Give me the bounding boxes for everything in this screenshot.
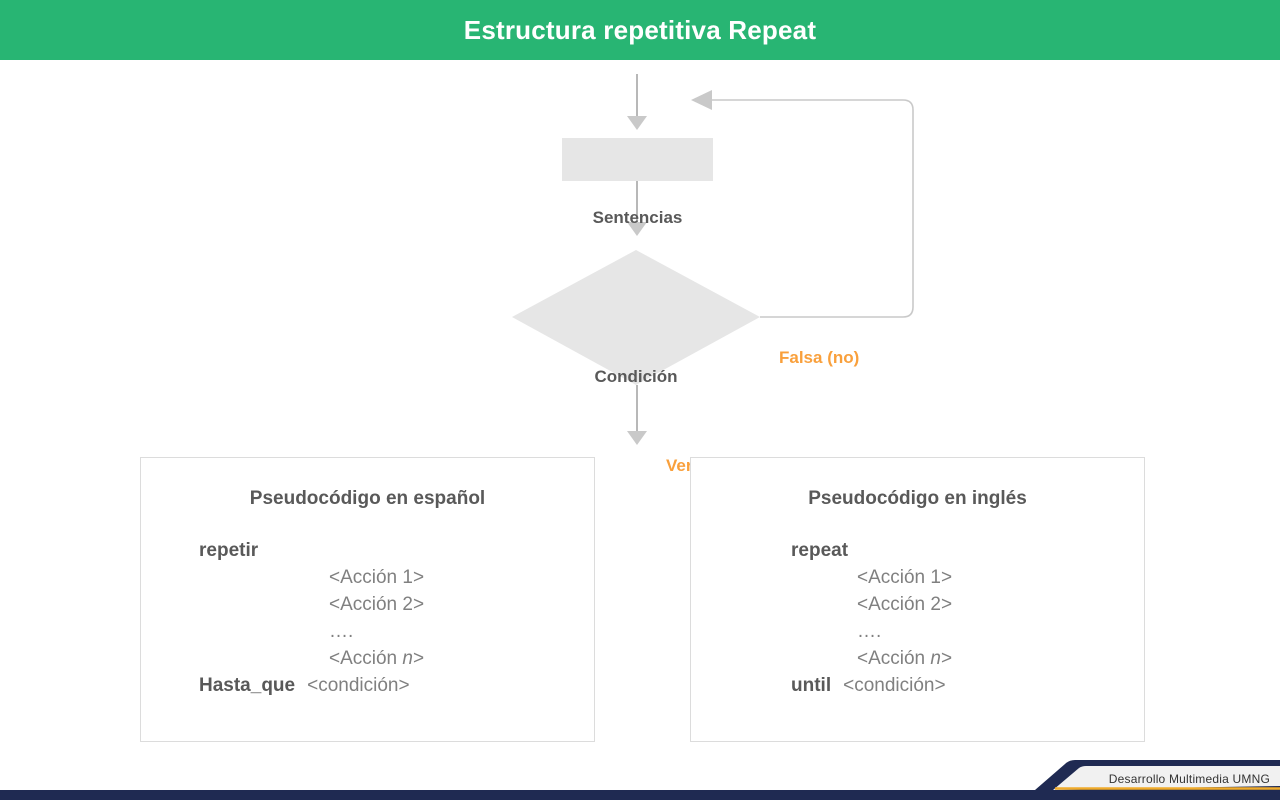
footer-bottom-bar <box>0 790 1280 800</box>
node-label-sentencias: Sentencias <box>592 208 683 227</box>
action-line-1-es: <Acción 1> <box>329 567 425 588</box>
keyword-hasta-que: Hasta_que <box>199 675 296 696</box>
falsa-loop-arrowhead <box>691 90 712 110</box>
footer: Desarrollo Multimedia UMNG <box>0 760 1280 800</box>
verdadera-arrowhead <box>627 431 647 445</box>
footer-credit: Desarrollo Multimedia UMNG <box>1108 772 1270 786</box>
panel-title-spanish: Pseudocódigo en español <box>249 488 486 509</box>
keyword-repetir: repetir <box>199 540 259 561</box>
pseudocode-panel-spanish: Pseudocódigo en español repetir <Acción … <box>140 457 595 742</box>
condicion-diamond <box>512 250 760 385</box>
falsa-loop-connector <box>712 99 914 318</box>
keyword-until: until <box>791 675 832 696</box>
sentencias-to-condicion-arrowhead <box>627 222 647 236</box>
pseudocode-body-spanish: repetir <Acción 1> <Acción 2> …. <Acción… <box>141 537 652 699</box>
close-value-en: <condición> <box>843 675 946 696</box>
action-line-2-es: <Acción 2> <box>329 594 425 615</box>
action-line-1-en: <Acción 1> <box>857 567 953 588</box>
sentencias-box <box>562 138 713 181</box>
entry-arrowhead <box>627 116 647 130</box>
flowchart: Sentencias Condición Falsa (no) Verdader… <box>0 60 1280 475</box>
footer-label-strip <box>1053 766 1280 790</box>
action-line-n-en: <Acción n> <box>857 648 953 669</box>
action-n-italic-es: n <box>402 648 413 669</box>
footer-banner-graphic <box>1035 760 1280 790</box>
pseudocode-panel-english: Pseudocódigo en inglés repeat <Acción 1>… <box>690 457 1145 742</box>
node-label-condicion: Condición <box>594 367 678 386</box>
branch-label-falsa: Falsa (no) <box>779 348 860 367</box>
action-line-n-es: <Acción n> <box>329 648 425 669</box>
header-bar <box>0 0 1280 60</box>
close-line-en: until <condición> <box>791 672 1244 699</box>
action-line-ellipsis-en: …. <box>857 621 882 642</box>
action-line-2-en: <Acción 2> <box>857 594 953 615</box>
keyword-repeat: repeat <box>791 540 849 561</box>
page-title: Estructura repetitiva Repeat <box>463 15 817 45</box>
flowchart-connectors <box>512 74 914 445</box>
close-value-es: <condición> <box>307 675 410 696</box>
close-line-es: Hasta_que <condición> <box>199 672 652 699</box>
panel-title-english: Pseudocódigo en inglés <box>808 488 1027 509</box>
action-n-italic-en: n <box>930 648 941 669</box>
pseudocode-body-english: repeat <Acción 1> <Acción 2> …. <Acción … <box>691 537 1244 699</box>
action-line-ellipsis-es: …. <box>329 621 354 642</box>
